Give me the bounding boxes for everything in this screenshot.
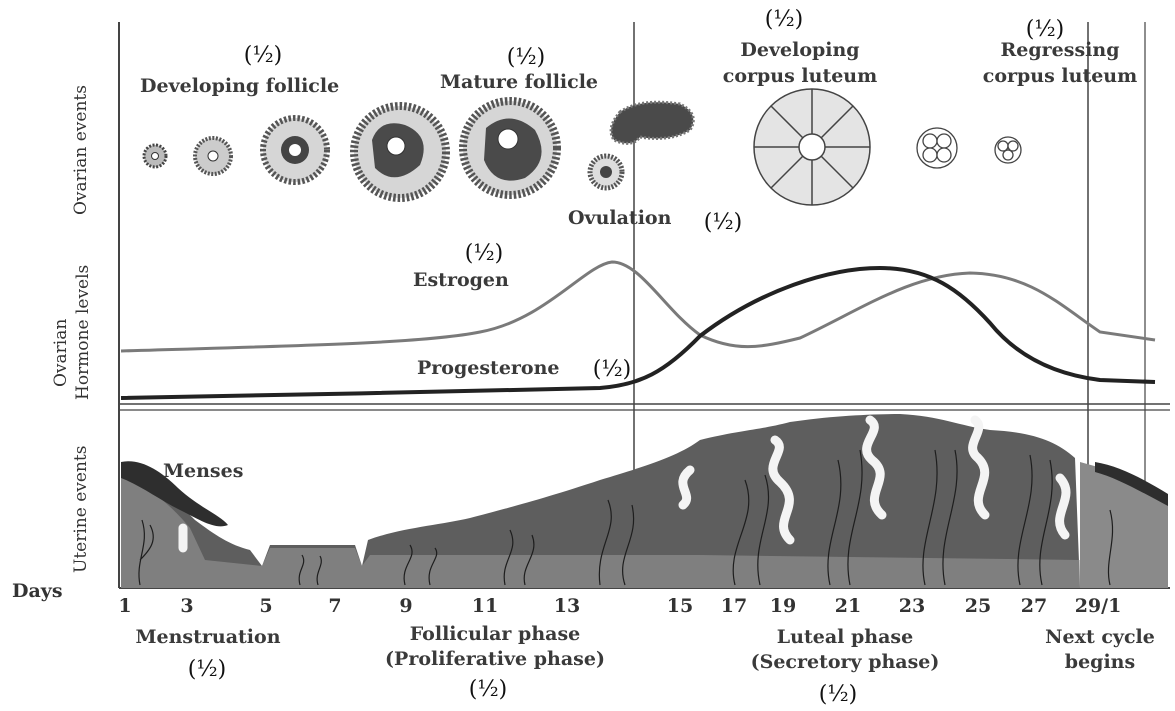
uterine-events-label: Uterine events	[71, 446, 91, 573]
progesterone-curve	[121, 268, 1155, 398]
developing-corpus-luteum	[754, 89, 870, 205]
progesterone-label: Progesterone	[417, 357, 560, 379]
luteal-phase-label: Luteal phase	[777, 626, 913, 648]
mature-follicle	[463, 101, 557, 195]
begins-label: begins	[1065, 651, 1135, 673]
mark-menstruation: (½)	[188, 657, 227, 682]
regressing-corpus-luteum-label-2: corpus luteum	[983, 65, 1137, 87]
ovarian-events-label: Ovarian events	[71, 85, 91, 215]
developing-corpus-luteum-label-2: corpus luteum	[723, 65, 877, 87]
menses-label: Menses	[163, 460, 243, 482]
day-tick-label: 5	[259, 595, 272, 617]
mark-developing-corpus-luteum: (½)	[765, 7, 804, 32]
mark-estrogen: (½)	[465, 241, 504, 266]
follicle-4	[354, 106, 446, 198]
hormone-levels-label-line1: Ovarian	[51, 319, 71, 387]
hormone-levels-label-line2: Hormone levels	[73, 265, 93, 400]
mark-luteal-phase: (½)	[819, 682, 858, 707]
menstruation-label: Menstruation	[135, 626, 280, 648]
ovulation-label: Ovulation	[568, 207, 672, 229]
mark-ovulation: (½)	[704, 210, 743, 235]
secretory-phase-label: (Secretory phase)	[751, 651, 940, 673]
proliferative-phase-label: (Proliferative phase)	[385, 648, 605, 670]
regressing-corpus-luteum-2	[995, 137, 1021, 163]
day-tick-label: 29/1	[1075, 595, 1122, 617]
developing-follicle-label: Developing follicle	[140, 75, 339, 97]
mature-follicle-label: Mature follicle	[440, 71, 598, 93]
developing-corpus-luteum-label-1: Developing	[740, 39, 859, 61]
mark-mature-follicle: (½)	[507, 45, 546, 70]
day-tick-label: 21	[835, 595, 861, 617]
estrogen-label: Estrogen	[413, 269, 509, 291]
day-tick-label: 1	[118, 595, 131, 617]
follicular-phase-label: Follicular phase	[410, 623, 581, 645]
regressing-corpus-luteum-1	[917, 128, 957, 168]
days-axis-label: Days	[12, 580, 63, 602]
day-tick-label: 7	[328, 595, 341, 617]
day-tick-label: 27	[1021, 595, 1047, 617]
day-tick-label: 3	[180, 595, 193, 617]
estrogen-curve	[121, 262, 1155, 351]
ruptured-follicle	[611, 102, 693, 143]
mark-regressing-corpus-luteum: (½)	[1026, 17, 1065, 42]
day-tick-label: 13	[554, 595, 580, 617]
mark-developing-follicle: (½)	[244, 43, 283, 68]
ovum	[590, 156, 622, 188]
mark-progesterone: (½)	[593, 357, 632, 382]
day-tick-label: 25	[965, 595, 991, 617]
follicle-2	[195, 138, 231, 174]
follicle-3	[263, 118, 327, 182]
regressing-corpus-luteum-label-1: Regressing	[1001, 39, 1120, 61]
next-cycle-label: Next cycle	[1045, 626, 1155, 648]
day-tick-label: 23	[899, 595, 925, 617]
day-tick-label: 17	[721, 595, 747, 617]
follicle-1	[144, 145, 166, 167]
mark-follicular-phase: (½)	[469, 677, 508, 702]
day-tick-label: 9	[399, 595, 412, 617]
day-tick-label: 19	[770, 595, 796, 617]
day-tick-label: 11	[472, 595, 498, 617]
day-tick-label: 15	[667, 595, 693, 617]
